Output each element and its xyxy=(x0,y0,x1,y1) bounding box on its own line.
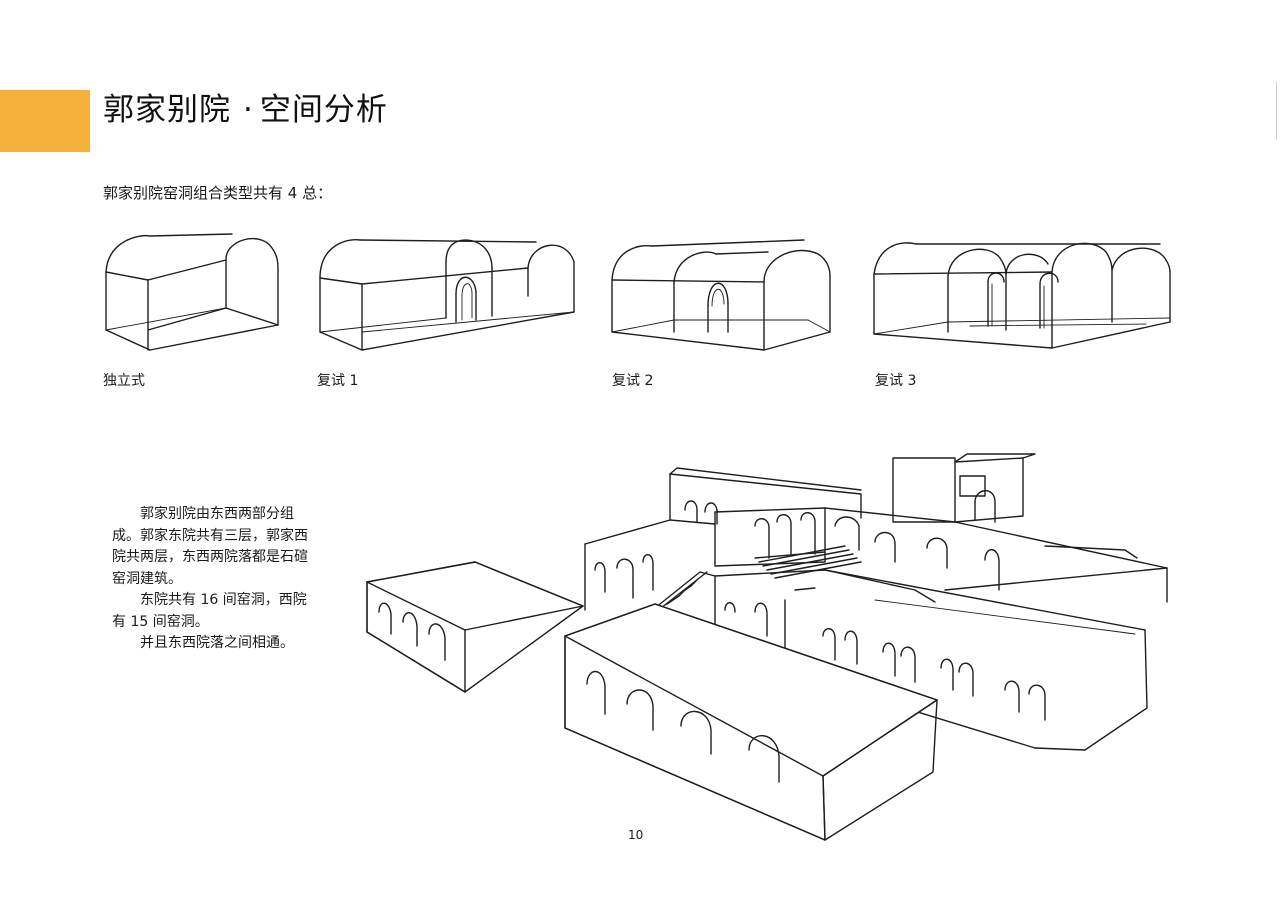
caption-type-independent: 独立式 xyxy=(103,373,145,389)
sketch-type-compound-2 xyxy=(611,239,831,351)
description-para-3: 并且东西院落之间相通。 xyxy=(140,635,294,651)
title-separator: · xyxy=(243,92,254,128)
courtyard-axonometric-sketch xyxy=(366,453,1168,841)
upper-rear-block xyxy=(669,467,862,525)
description-block: 郭家别院由东西两部分组成。郭家东院共有三层，郭家西院共两层，东西两院落都是石碹窑… xyxy=(112,504,317,655)
sketch-type-compound-1 xyxy=(319,239,575,351)
rooftop-pavilion xyxy=(892,453,1036,523)
page-title: 郭家别院 ·空间分析 xyxy=(103,84,388,129)
caption-type-compound-3: 复试 3 xyxy=(875,373,917,389)
page-number: 10 xyxy=(628,828,644,842)
title-subtitle: 空间分析 xyxy=(259,92,388,128)
title-main: 郭家别院 xyxy=(103,92,231,128)
intro-text: 郭家别院窑洞组合类型共有 4 总： xyxy=(103,184,333,202)
front-west-building xyxy=(564,603,938,841)
description-para-1: 郭家别院由东西两部分组成。郭家东院共有三层，郭家西院共两层，东西两院落都是石碹窑… xyxy=(112,506,308,587)
far-left-block xyxy=(366,561,584,693)
sketch-type-compound-3 xyxy=(873,242,1171,349)
caption-type-compound-2: 复试 2 xyxy=(612,373,654,389)
right-rear-wing xyxy=(944,521,1168,603)
accent-block xyxy=(0,90,90,152)
left-mid-block xyxy=(584,519,716,611)
middle-terrace xyxy=(714,507,956,579)
edge-divider xyxy=(1276,82,1277,140)
sketch-type-independent xyxy=(105,233,279,351)
caption-type-compound-1: 复试 1 xyxy=(317,373,359,389)
description-para-2: 东院共有 16 间窑洞，西院有 15 间窑洞。 xyxy=(112,592,307,630)
